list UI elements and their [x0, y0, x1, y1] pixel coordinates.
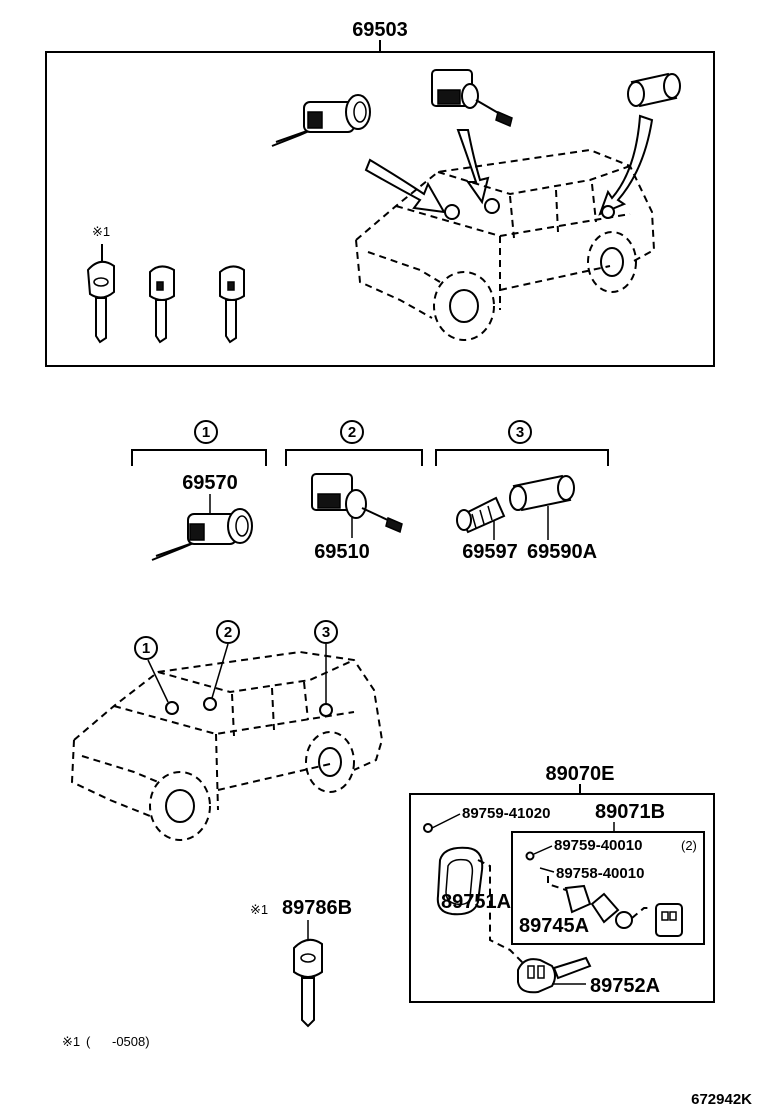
key-top-3	[219, 265, 245, 344]
case-sub-box	[511, 831, 705, 945]
group-3-number: 3	[516, 424, 524, 441]
vehicle-illustration-locations: 1 2 3	[70, 620, 384, 841]
location-ignition	[444, 204, 460, 220]
transmitter-key-plate	[477, 859, 592, 994]
arrows-to-vehicle	[364, 114, 654, 216]
transmitter-assembly-number[interactable]: 89070E	[546, 763, 615, 785]
vehicle-illustration-top	[355, 148, 656, 341]
part-89758-40010[interactable]: 89758-40010	[556, 865, 644, 882]
ignition-cylinder-illustration	[271, 94, 371, 147]
part-89759-40010[interactable]: 89759-40010	[554, 837, 642, 854]
part-89759-40010-qty: (2)	[681, 838, 697, 853]
key-top-2	[149, 265, 175, 344]
group-2-number: 2	[348, 424, 356, 441]
part-69590A[interactable]: 69590A	[527, 541, 597, 563]
assembly-part-number[interactable]: 69503	[352, 19, 408, 41]
screw-inner	[525, 845, 553, 861]
part-69510[interactable]: 69510	[314, 541, 370, 563]
door-lock-switch-illustration	[431, 69, 513, 128]
group-1-number: 1	[202, 424, 210, 441]
location-rear	[601, 205, 615, 219]
key-blank-note-mark: ※1	[250, 902, 268, 917]
part-89786B[interactable]: 89786B	[282, 897, 352, 919]
part-89071B[interactable]: 89071B	[595, 801, 665, 823]
transmitter-box	[409, 793, 715, 1003]
part-89759-41020[interactable]: 89759-41020	[462, 805, 550, 822]
callout-1: 1	[142, 640, 150, 657]
part-89752A[interactable]: 89752A	[590, 975, 660, 997]
battery-illustration	[547, 876, 683, 937]
group-2: 2 69510	[285, 420, 423, 563]
part-69570[interactable]: 69570	[182, 472, 238, 494]
part-89751A[interactable]: 89751A	[441, 891, 511, 913]
cylinder-sleeve-illustration	[627, 72, 681, 108]
group-3: 3 69597 69590A	[435, 420, 609, 563]
transmitter-cover	[436, 846, 484, 916]
key-top-1: ※1	[86, 224, 115, 344]
callout-3: 3	[322, 624, 330, 641]
location-door	[484, 198, 500, 214]
diagram-code: 672942K	[691, 1091, 752, 1108]
key-note-mark: ※1	[92, 224, 110, 239]
assembly-box	[45, 51, 715, 367]
footnote-text: ( -0508)	[86, 1034, 150, 1049]
key-blank-illustration	[293, 938, 323, 1028]
screw-outer	[423, 813, 461, 833]
callout-2: 2	[224, 624, 232, 641]
part-89745A[interactable]: 89745A	[519, 915, 589, 937]
footnote-mark: ※1	[62, 1034, 80, 1049]
part-69597[interactable]: 69597	[462, 541, 518, 563]
group-1: 1 69570	[131, 420, 267, 561]
